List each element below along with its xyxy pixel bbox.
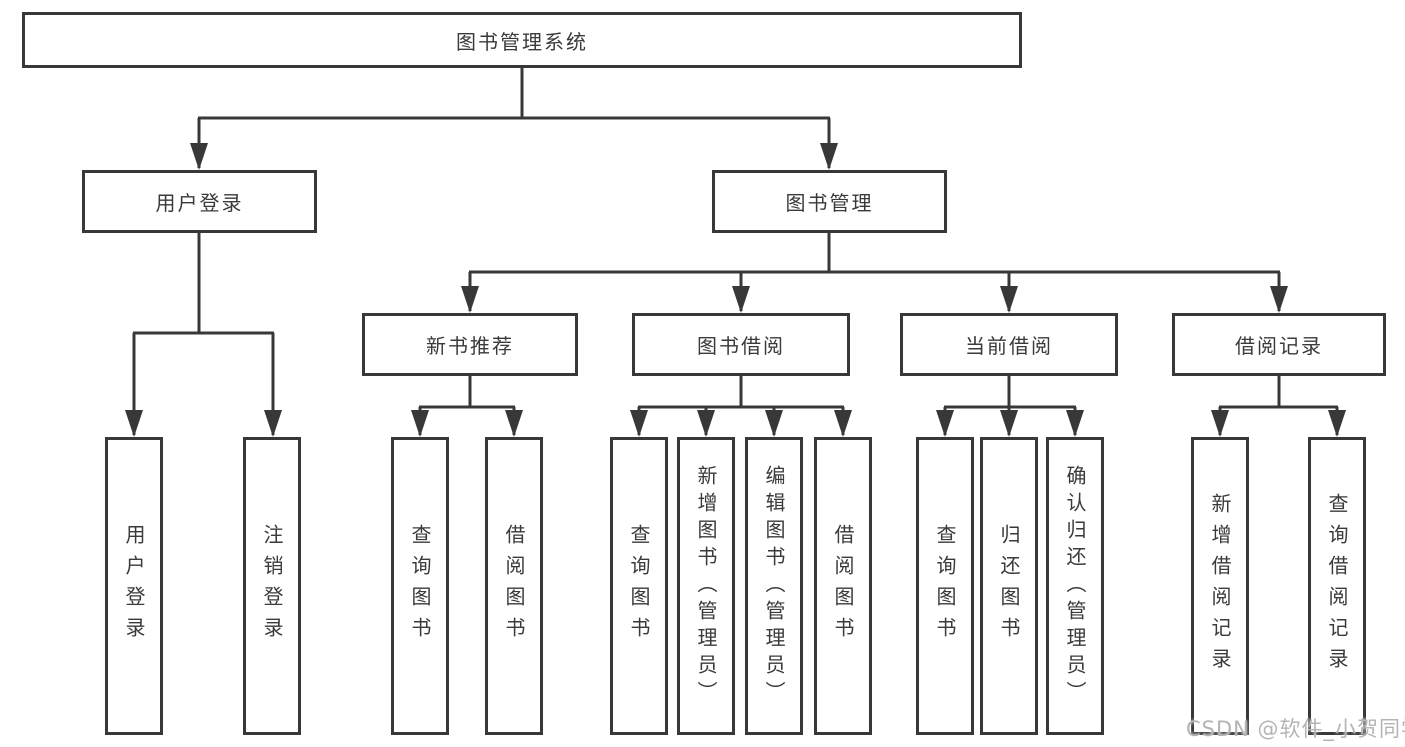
leaf-borrow-books-borrowing-label: 借阅图书 bbox=[831, 524, 855, 648]
leaf-edit-books-admin-label: 编辑图书（管理员） bbox=[762, 464, 786, 708]
leaf-query-books-recommend: 查询图书 bbox=[391, 437, 449, 735]
node-book-borrowing: 图书借阅 bbox=[632, 313, 850, 376]
leaf-query-books-borrowing-label: 查询图书 bbox=[627, 524, 651, 648]
leaf-return-books: 归还图书 bbox=[980, 437, 1038, 735]
leaf-borrow-books-recommend: 借阅图书 bbox=[485, 437, 543, 735]
leaf-borrow-books-borrowing: 借阅图书 bbox=[814, 437, 872, 735]
leaf-return-books-label: 归还图书 bbox=[997, 524, 1021, 648]
leaf-query-books-borrowing: 查询图书 bbox=[610, 437, 668, 735]
node-current-borrowing-label: 当前借阅 bbox=[965, 334, 1053, 358]
node-library-system: 图书管理系统 bbox=[22, 12, 1022, 68]
arrowhead-markers bbox=[125, 143, 1346, 437]
node-new-book-recommend-label: 新书推荐 bbox=[426, 334, 514, 358]
leaf-query-borrow-record-label: 查询借阅记录 bbox=[1325, 493, 1349, 679]
node-book-management-label: 图书管理 bbox=[785, 191, 874, 215]
leaf-query-books-current: 查询图书 bbox=[916, 437, 974, 735]
leaf-borrow-books-recommend-label: 借阅图书 bbox=[502, 524, 526, 648]
leaf-add-borrow-record-label: 新增借阅记录 bbox=[1208, 493, 1232, 679]
node-user-login-label: 用户登录 bbox=[155, 191, 244, 215]
node-borrowing-records: 借阅记录 bbox=[1172, 313, 1386, 376]
leaf-add-books-admin-label: 新增图书（管理员） bbox=[694, 464, 718, 708]
node-new-book-recommend: 新书推荐 bbox=[362, 313, 578, 376]
node-borrowing-records-label: 借阅记录 bbox=[1235, 334, 1323, 358]
leaf-add-books-admin: 新增图书（管理员） bbox=[677, 437, 735, 735]
watermark-text: CSDN @软件_小贺同学 bbox=[1186, 717, 1405, 741]
leaf-user-login: 用户登录 bbox=[105, 437, 163, 735]
node-user-login: 用户登录 bbox=[82, 170, 317, 233]
node-current-borrowing: 当前借阅 bbox=[900, 313, 1118, 376]
leaf-query-books-current-label: 查询图书 bbox=[933, 524, 957, 648]
leaf-confirm-return-admin: 确认归还（管理员） bbox=[1046, 437, 1104, 735]
leaf-edit-books-admin: 编辑图书（管理员） bbox=[745, 437, 803, 735]
leaf-confirm-return-admin-label: 确认归还（管理员） bbox=[1063, 464, 1087, 708]
leaf-logout: 注销登录 bbox=[243, 437, 301, 735]
leaf-logout-label: 注销登录 bbox=[260, 524, 284, 648]
leaf-user-login-label: 用户登录 bbox=[122, 524, 146, 648]
leaf-query-books-recommend-label: 查询图书 bbox=[408, 524, 432, 648]
node-book-borrowing-label: 图书借阅 bbox=[697, 334, 785, 358]
node-book-management: 图书管理 bbox=[712, 170, 947, 233]
node-library-system-label: 图书管理系统 bbox=[456, 29, 588, 54]
leaf-query-borrow-record: 查询借阅记录 bbox=[1308, 437, 1366, 735]
leaf-add-borrow-record: 新增借阅记录 bbox=[1191, 437, 1249, 735]
